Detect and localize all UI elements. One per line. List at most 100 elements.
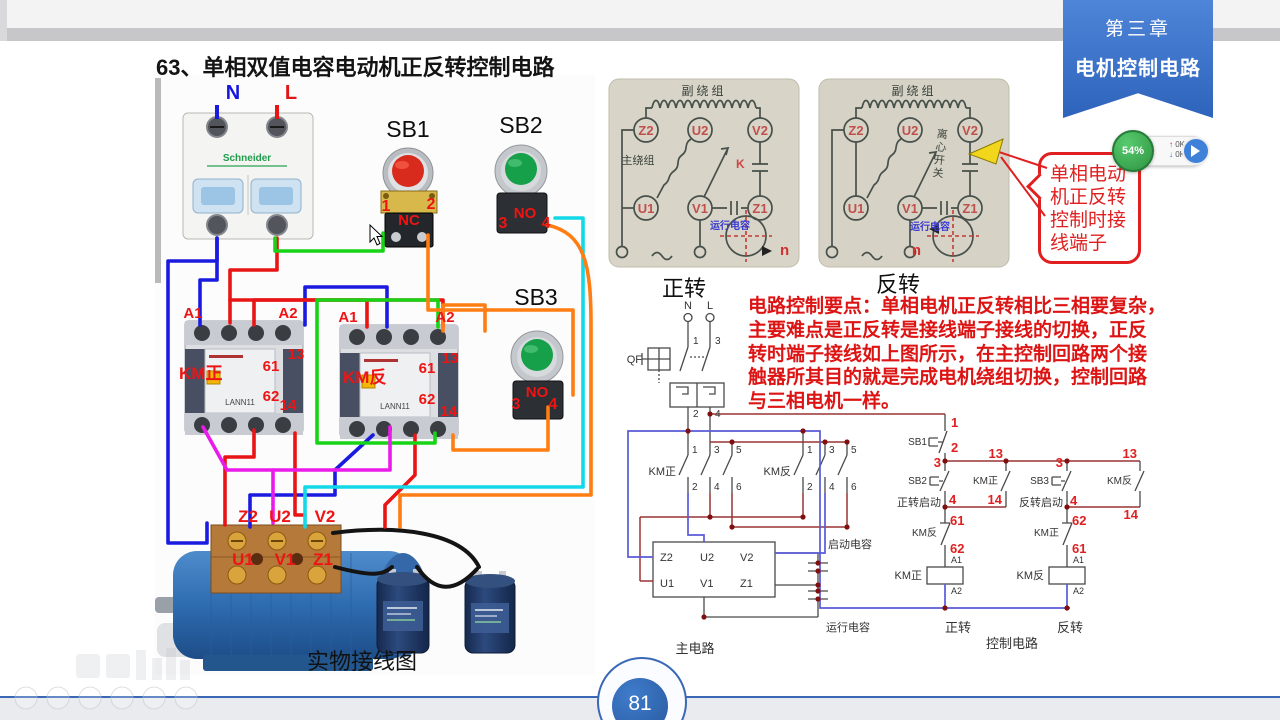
- main-circuit-caption: 主电路: [675, 641, 714, 656]
- sch-l: L: [707, 300, 713, 312]
- physical-wiring-photo: Schneider: [155, 75, 595, 675]
- chapter-title: 电机控制电路: [1075, 58, 1201, 80]
- notes-line: 与三相电机一样。: [748, 391, 901, 413]
- qf-1: 1: [693, 336, 699, 347]
- contactor-km-forward: LANN11: [184, 320, 304, 435]
- contactor-model-label: LANN11: [225, 398, 255, 407]
- qf-3: 3: [715, 336, 721, 347]
- ctrl-km-rev-aux: KM反: [1107, 475, 1132, 487]
- main-winding-label: 主绕组: [622, 153, 655, 167]
- sch-qf: QF: [627, 354, 643, 366]
- diagram-reverse-caption: 反转: [876, 272, 921, 297]
- notes-line: 电路控制要点：单相电机正反转相比三相要复杂，: [748, 296, 1167, 317]
- label-n: N: [226, 82, 240, 104]
- sch-v1: V1: [700, 578, 713, 590]
- sb3-terminal-4: 4: [549, 396, 558, 413]
- callout-line: 机正反转: [1050, 187, 1127, 208]
- fwd-v1: V1: [692, 201, 708, 216]
- diagram-reverse: 副绕组 Z2 U2 V2 U1 V1 Z1 运行电容 n 离心开关: [818, 78, 1010, 273]
- km2-a2: A2: [435, 309, 454, 326]
- km2-c4: 4: [829, 482, 835, 493]
- schematic-red-wires: [639, 413, 1140, 582]
- rev-u1: U1: [848, 201, 865, 216]
- rev-start-label: 反转启动: [1019, 495, 1063, 509]
- ctrl-rev-caption: 反转: [1057, 620, 1083, 635]
- sch-u2: U2: [700, 552, 714, 564]
- block-u2: U2: [269, 507, 291, 526]
- km2-13: 13: [442, 350, 459, 367]
- rn-1: 1: [951, 415, 958, 430]
- km1-13: 13: [288, 346, 305, 363]
- page-number-badge: 81: [612, 678, 668, 720]
- sb2-no: NO: [514, 205, 537, 222]
- rn-3a: 3: [934, 455, 941, 470]
- sb1-nc: NC: [398, 212, 420, 229]
- run-cap-label: 运行电容: [910, 220, 950, 233]
- download-arrow-icon: ↓: [1169, 150, 1173, 159]
- km1-c4: 4: [714, 482, 720, 493]
- notes-line: 触器所其目的就是完成电机绕组切换，控制回路: [748, 367, 1148, 389]
- sch-z2: Z2: [660, 552, 673, 564]
- button-sb2: [494, 144, 548, 234]
- km2-c5: 5: [851, 445, 857, 456]
- rn-61b: 61: [1072, 541, 1086, 556]
- window-left-edge: [0, 0, 7, 41]
- qf-2: 2: [693, 409, 699, 420]
- fwd-start-label: 正转启动: [897, 495, 941, 509]
- notes-line: 转时端子接线如上图所示，在主控制回路两个接: [748, 343, 1148, 365]
- km-fwd-coil-label: KM正: [895, 570, 923, 582]
- km2-c6: 6: [851, 482, 857, 493]
- km2-62: 62: [419, 391, 436, 408]
- rn-61a: 61: [950, 513, 964, 528]
- coil1-a1: A1: [951, 555, 962, 565]
- mouse-cursor: [369, 223, 384, 246]
- slide-gray-band: [0, 28, 1280, 41]
- chapter-number: 第三章: [1104, 19, 1171, 40]
- schematic-blue-wires: [627, 430, 1070, 609]
- rn-14a: 14: [988, 492, 1003, 507]
- percent-badge[interactable]: 54%: [1112, 130, 1154, 172]
- sch-km-rev: KM反: [764, 465, 792, 478]
- terminal-callout: 单相电动 机正反转 控制时接 线端子: [1026, 152, 1141, 264]
- control-notes: 电路控制要点：单相电机正反转相比三相要复杂， 主要难点是正反转是接线端子接线的切…: [748, 295, 1167, 414]
- sb2-terminal-4: 4: [542, 215, 551, 232]
- ctrl-fwd-caption: 正转: [945, 620, 971, 635]
- rotation-cross: [927, 210, 979, 262]
- start-cap-label: 启动电容: [828, 537, 872, 551]
- ctrl-circuit-caption: 控制电路: [986, 636, 1038, 651]
- sch-u1: U1: [660, 578, 674, 590]
- aux-winding-label: 副绕组: [681, 84, 726, 98]
- rev-z1: Z1: [962, 201, 977, 216]
- float-ball-icon[interactable]: [1182, 137, 1210, 165]
- label-l: L: [285, 82, 297, 104]
- callout-line: 单相电动: [1050, 164, 1127, 185]
- km1-c3: 3: [714, 445, 720, 456]
- ctrl-km-fwd-aux: KM正: [973, 476, 998, 487]
- speed-n-label: n: [912, 242, 921, 259]
- sch-n: N: [684, 300, 692, 312]
- schematic-labels: N L QF KM正 KM反 1 3 2 4 1 3 5 2 4 6 1 3 5…: [627, 300, 1132, 656]
- rev-v2: V2: [962, 123, 978, 138]
- callout-line: 控制时接: [1050, 210, 1127, 231]
- rn-3b: 3: [1056, 455, 1063, 470]
- km2-14: 14: [441, 403, 458, 420]
- ctrl-km-rev-nc: KM反: [912, 527, 937, 539]
- rn-4a: 4: [949, 492, 957, 507]
- circuit-breaker: Schneider: [182, 112, 314, 240]
- sb2-terminal-3: 3: [499, 215, 508, 232]
- aux-winding-label: 副绕组: [891, 84, 936, 98]
- contactor-km-reverse: LANN11: [339, 324, 459, 439]
- ctrl-sb2: SB2: [908, 476, 927, 487]
- photo-edge-shadow: [155, 78, 161, 283]
- run-cap-label: 运行电容: [710, 219, 750, 232]
- speed-n-label: n: [780, 242, 789, 259]
- watermark-icons: [14, 686, 198, 710]
- block-z2: Z2: [238, 507, 258, 526]
- sb3-terminal-3: 3: [512, 396, 521, 413]
- km2-c2: 2: [807, 482, 813, 493]
- km1-name: KM正: [179, 364, 222, 383]
- coil2-a1: A1: [1073, 555, 1084, 565]
- rev-u2: U2: [902, 123, 919, 138]
- block-u1: U1: [232, 550, 254, 569]
